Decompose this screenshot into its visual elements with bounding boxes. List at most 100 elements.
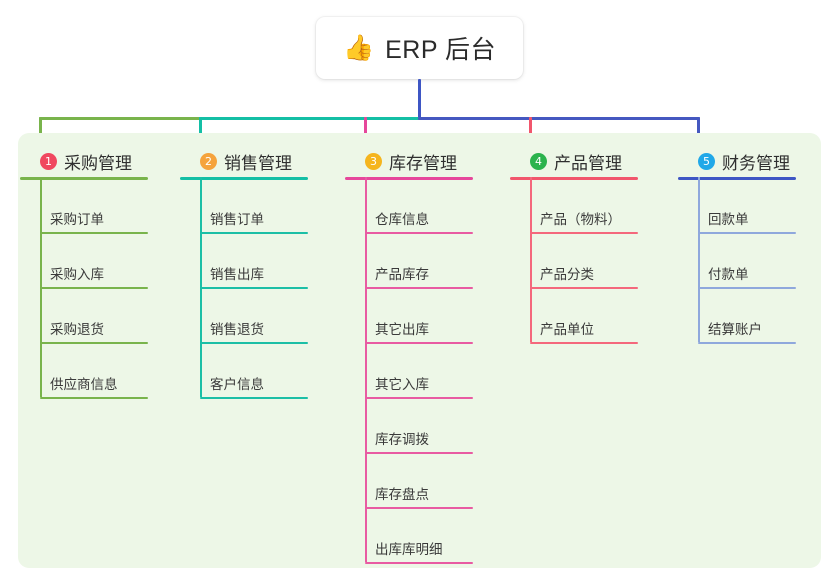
branch-item-rule (40, 232, 148, 234)
branch-header-5[interactable]: 5 财务管理 (678, 147, 818, 175)
branch-item-label: 库存调拨 (375, 432, 429, 447)
branch-item[interactable]: 其它出库 (365, 299, 473, 344)
branch-header-rule (510, 177, 638, 180)
branch-item-rule (365, 342, 473, 344)
branch-item-rule (530, 232, 638, 234)
branch-item[interactable]: 付款单 (698, 244, 796, 289)
branch-item-label: 采购订单 (50, 212, 104, 227)
branch-item-label: 客户信息 (210, 377, 264, 392)
branch-item[interactable]: 销售订单 (200, 189, 308, 234)
root-node-erp-backend[interactable]: 👍 ERP 后台 (316, 17, 523, 79)
branch-item-label: 库存盘点 (375, 487, 429, 502)
branch-number-badge: 5 (698, 152, 715, 170)
branch-item-rule (365, 397, 473, 399)
branch-item-rule (200, 397, 308, 399)
branch-header-1[interactable]: 1 采购管理 (20, 147, 170, 175)
thumbs-up-icon: 👍 (342, 33, 375, 62)
branch-item-label: 出库库明细 (375, 542, 443, 557)
branch-item-rule (365, 562, 473, 564)
branch-trunk-line (365, 177, 367, 562)
branch-item[interactable]: 产品（物料） (530, 189, 638, 234)
root-stem-line (418, 79, 421, 120)
branch-item[interactable]: 仓库信息 (365, 189, 473, 234)
branch-item-rule (365, 452, 473, 454)
branch-item-rule (698, 287, 796, 289)
branch-item-rule (200, 342, 308, 344)
branch-number-badge: 3 (365, 152, 382, 170)
branch-item-rule (40, 397, 148, 399)
branch-item[interactable]: 供应商信息 (40, 354, 148, 399)
branch-item[interactable]: 回款单 (698, 189, 796, 234)
branch-header-rule (678, 177, 796, 180)
branch-trunk-line (530, 177, 532, 342)
branch-item-rule (40, 287, 148, 289)
branch-title: 采购管理 (64, 153, 132, 173)
branch-item-rule (530, 342, 638, 344)
bus-segment-1 (39, 117, 200, 120)
branch-item[interactable]: 采购入库 (40, 244, 148, 289)
branch-item-rule (40, 342, 148, 344)
branch-item[interactable]: 结算账户 (698, 299, 796, 344)
branch-item[interactable]: 产品库存 (365, 244, 473, 289)
branch-item[interactable]: 销售退货 (200, 299, 308, 344)
branch-header-rule (180, 177, 308, 180)
branch-number-badge: 1 (40, 152, 57, 170)
root-node-content: 👍 ERP 后台 (343, 30, 496, 66)
branch-item[interactable]: 客户信息 (200, 354, 308, 399)
branch-drop-line-3 (364, 117, 367, 147)
branch-item[interactable]: 采购退货 (40, 299, 148, 344)
branch-item-label: 产品库存 (375, 267, 429, 282)
branch-item-label: 销售出库 (210, 267, 264, 282)
branch-drop-line-1 (39, 117, 42, 147)
branch-item-rule (365, 232, 473, 234)
branch-item-label: 付款单 (708, 267, 749, 282)
branch-item[interactable]: 出库库明细 (365, 519, 473, 564)
branch-item-label: 产品分类 (540, 267, 594, 282)
branch-item-label: 结算账户 (708, 322, 762, 337)
branch-item-label: 采购退货 (50, 322, 104, 337)
branch-title: 库存管理 (389, 153, 457, 173)
branch-header-rule (20, 177, 148, 180)
branch-item-rule (530, 287, 638, 289)
branch-item-rule (365, 507, 473, 509)
branch-item-label: 销售订单 (210, 212, 264, 227)
branch-title: 财务管理 (722, 153, 790, 173)
branch-column-3: 3 库存管理仓库信息产品库存其它出库其它入库库存调拨库存盘点出库库明细 (345, 133, 495, 564)
branch-drop-line-2 (199, 117, 202, 147)
branch-item[interactable]: 采购订单 (40, 189, 148, 234)
branch-drop-line-5 (697, 117, 700, 147)
bus-segment-3 (418, 117, 700, 120)
branch-item[interactable]: 库存盘点 (365, 464, 473, 509)
branch-header-3[interactable]: 3 库存管理 (345, 147, 495, 175)
branch-item[interactable]: 库存调拨 (365, 409, 473, 454)
branch-trunk-line (698, 177, 700, 342)
branch-item[interactable]: 销售出库 (200, 244, 308, 289)
branch-item[interactable]: 产品单位 (530, 299, 638, 344)
branch-column-5: 5 财务管理回款单付款单结算账户 (678, 133, 818, 344)
branch-item-label: 其它出库 (375, 322, 429, 337)
branch-item-label: 其它入库 (375, 377, 429, 392)
root-node-title: ERP 后台 (385, 36, 497, 64)
branch-title: 产品管理 (554, 153, 622, 173)
branch-item-rule (200, 287, 308, 289)
branch-item-rule (200, 232, 308, 234)
branch-column-1: 1 采购管理采购订单采购入库采购退货供应商信息 (20, 133, 170, 399)
branch-item-rule (698, 232, 796, 234)
branch-header-rule (345, 177, 473, 180)
branch-item-label: 供应商信息 (50, 377, 118, 392)
bus-segment-2 (199, 117, 419, 120)
branch-drop-line-4 (529, 117, 532, 147)
branch-item-label: 产品（物料） (540, 212, 621, 227)
branch-item-label: 采购入库 (50, 267, 104, 282)
branch-item[interactable]: 产品分类 (530, 244, 638, 289)
branch-item-rule (698, 342, 796, 344)
branch-item-label: 回款单 (708, 212, 749, 227)
branch-item[interactable]: 其它入库 (365, 354, 473, 399)
branch-item-label: 产品单位 (540, 322, 594, 337)
